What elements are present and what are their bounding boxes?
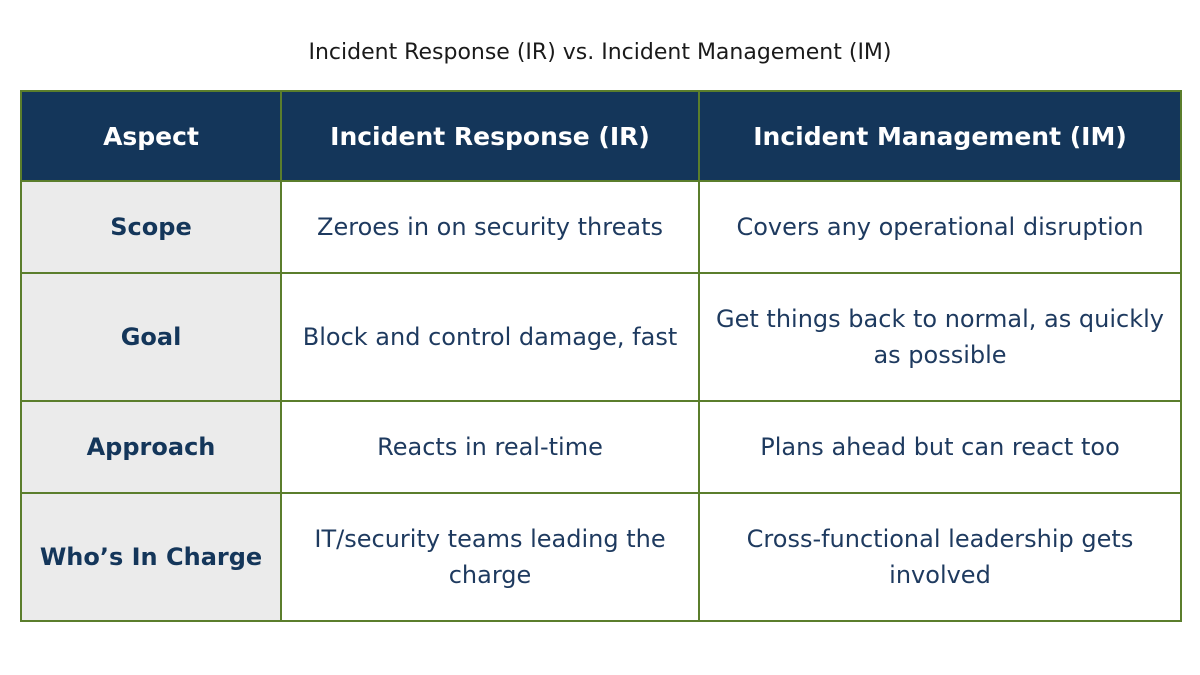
cell-ir: Reacts in real-time [280, 400, 700, 494]
row-aspect-whos-in-charge: Who’s In Charge [20, 492, 282, 622]
row-aspect-scope: Scope [20, 180, 282, 274]
cell-im: Cross-functional leadership gets involve… [698, 492, 1182, 622]
table-row: Goal Block and control damage, fast Get … [20, 272, 1182, 402]
table-row: Who’s In Charge IT/security teams leadin… [20, 492, 1182, 622]
comparison-table: Aspect Incident Response (IR) Incident M… [20, 90, 1182, 622]
cell-ir: IT/security teams leading the charge [280, 492, 700, 622]
cell-im: Plans ahead but can react too [698, 400, 1182, 494]
table-title: Incident Response (IR) vs. Incident Mana… [308, 40, 892, 65]
cell-im: Get things back to normal, as quickly as… [698, 272, 1182, 402]
table-row: Scope Zeroes in on security threats Cove… [20, 180, 1182, 274]
cell-ir: Zeroes in on security threats [280, 180, 700, 274]
cell-ir: Block and control damage, fast [280, 272, 700, 402]
row-aspect-goal: Goal [20, 272, 282, 402]
header-row: Aspect Incident Response (IR) Incident M… [20, 90, 1182, 182]
cell-im: Covers any operational disruption [698, 180, 1182, 274]
header-incident-management: Incident Management (IM) [698, 90, 1182, 182]
row-aspect-approach: Approach [20, 400, 282, 494]
header-aspect: Aspect [20, 90, 282, 182]
table-row: Approach Reacts in real-time Plans ahead… [20, 400, 1182, 494]
header-incident-response: Incident Response (IR) [280, 90, 700, 182]
